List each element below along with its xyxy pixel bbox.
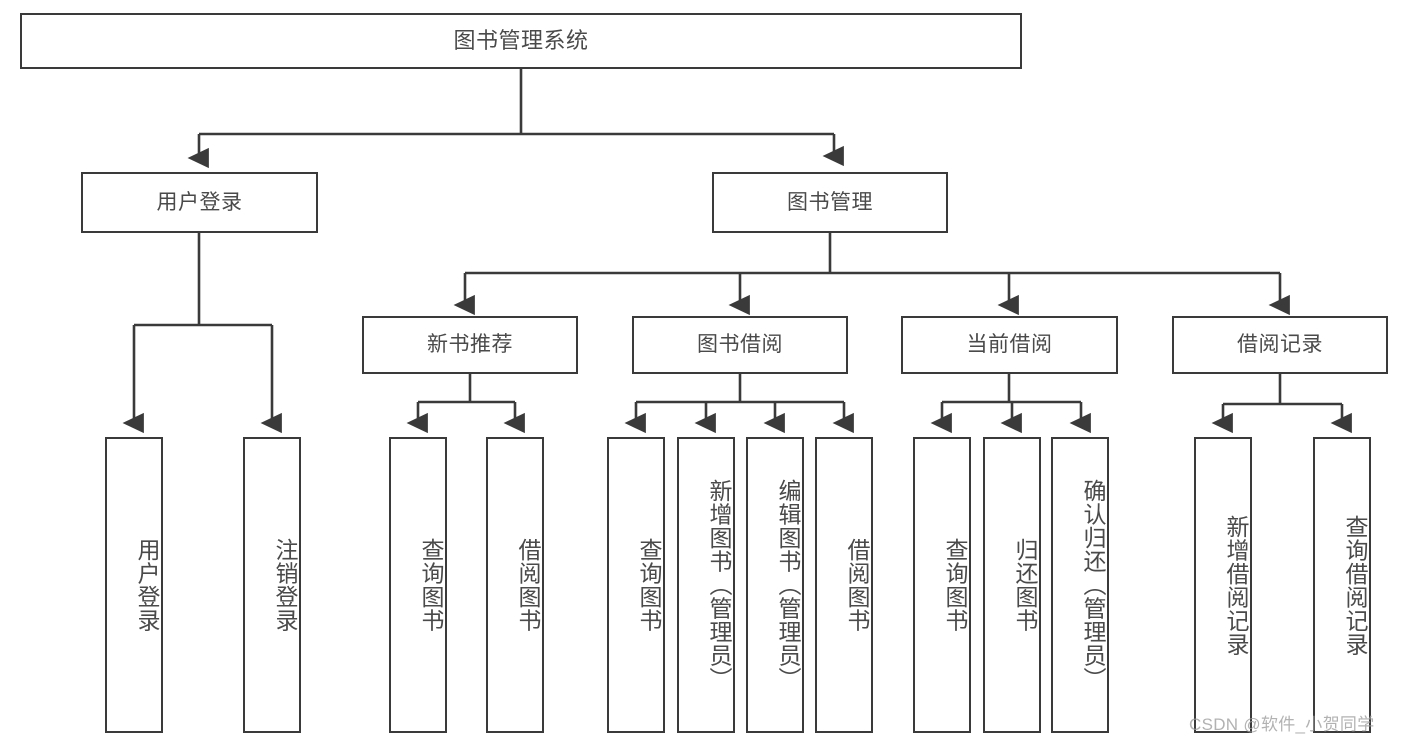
csdn-watermark: CSDN @软件_小贺同学 [1189,715,1375,734]
node-current-borrow[interactable]: 当前借阅 [901,316,1118,374]
node-label: 当前借阅 [966,333,1053,357]
leaf-edit-book-admin[interactable]: 编辑图书（管理员） [746,437,804,733]
leaf-query-book-current[interactable]: 查询图书 [913,437,971,733]
node-label: 确认归还（管理员） [1080,479,1106,691]
node-label: 编辑图书（管理员） [775,479,801,691]
leaf-borrow-book[interactable]: 借阅图书 [815,437,873,733]
leaf-query-book-borrow[interactable]: 查询图书 [607,437,665,733]
leaf-confirm-return-admin[interactable]: 确认归还（管理员） [1051,437,1109,733]
node-label: 用户登录 [156,190,243,214]
leaf-return-book[interactable]: 归还图书 [983,437,1041,733]
node-label: 借阅图书 [515,538,541,632]
node-label: 借阅图书 [844,538,870,632]
node-label: 图书借阅 [697,333,783,357]
node-label: 新书推荐 [427,333,513,357]
node-label: 图书管理 [787,190,873,214]
node-label: 图书管理系统 [453,27,589,53]
node-book-borrow[interactable]: 图书借阅 [632,316,848,374]
leaf-add-borrow-record[interactable]: 新增借阅记录 [1194,437,1252,733]
node-user-login[interactable]: 用户登录 [81,172,318,233]
node-label: 注销登录 [272,538,298,632]
node-label: 借阅记录 [1237,333,1323,357]
node-label: 查询借阅记录 [1342,514,1368,656]
node-borrow-record[interactable]: 借阅记录 [1172,316,1388,374]
leaf-query-book-recommend[interactable]: 查询图书 [389,437,447,733]
leaf-user-logout[interactable]: 注销登录 [243,437,301,733]
node-new-book-recommend[interactable]: 新书推荐 [362,316,578,374]
leaf-user-login[interactable]: 用户登录 [105,437,163,733]
node-label: 查询图书 [636,538,662,632]
node-label: 新增借阅记录 [1223,514,1249,656]
node-label: 用户登录 [134,538,160,632]
node-book-management[interactable]: 图书管理 [712,172,948,233]
node-root-book-management-system[interactable]: 图书管理系统 [20,13,1022,69]
node-label: 新增图书（管理员） [706,479,732,691]
leaf-add-book-admin[interactable]: 新增图书（管理员） [677,437,735,733]
leaf-query-borrow-record[interactable]: 查询借阅记录 [1313,437,1371,733]
leaf-borrow-book-recommend[interactable]: 借阅图书 [486,437,544,733]
node-label: 查询图书 [942,538,968,632]
node-label: 归还图书 [1012,538,1038,632]
node-label: 查询图书 [418,538,444,632]
